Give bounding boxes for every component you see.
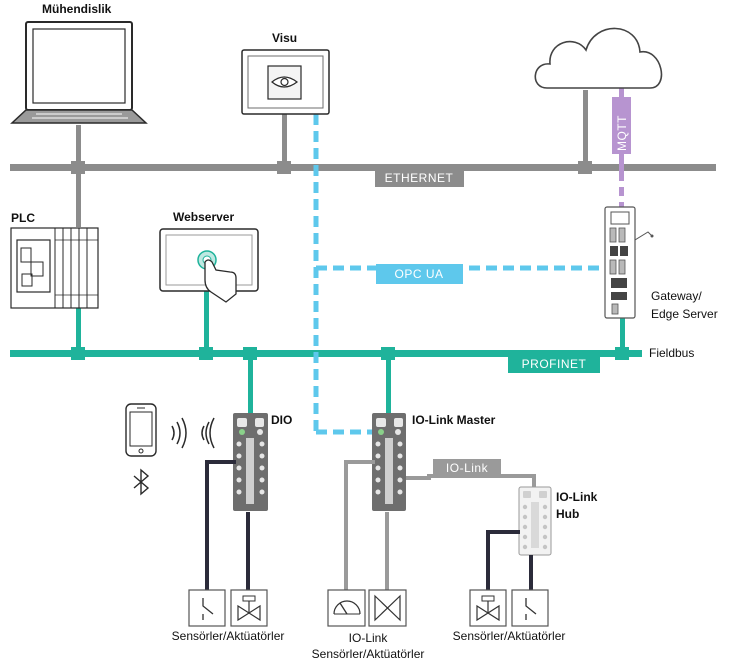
opcua-tag-label: OPC UA: [394, 267, 443, 281]
webserver-label: Webserver: [173, 210, 234, 224]
gateway-label-line2: Edge Server: [651, 307, 718, 321]
iolink-tag-label: IO-Link: [446, 461, 489, 475]
phone-icon: [125, 403, 157, 457]
profinet-junction-webserver: [199, 347, 213, 360]
fieldbus-label: Fieldbus: [649, 346, 694, 360]
profinet-tag-label: PROFINET: [522, 357, 587, 371]
profinet-junction-master: [381, 347, 395, 360]
engineering-label: Mühendislik: [42, 2, 112, 16]
profinet-tag-box: [508, 354, 600, 373]
monitor-eye-icon: [241, 49, 330, 115]
ethernet-tag-label: ETHERNET: [385, 171, 454, 185]
cloud-icon: [534, 27, 663, 89]
mqtt-tag-box: [612, 97, 631, 154]
ethernet-tag-box: [375, 169, 464, 187]
profinet-drop-gateway: [620, 318, 625, 354]
bluetooth-icon: [133, 468, 150, 496]
profinet-drop-plc: [76, 308, 81, 355]
dio-label: DIO: [271, 413, 292, 427]
io-module-icon: [233, 413, 268, 511]
valve-icon: [368, 589, 407, 627]
dio-wire-left: [205, 460, 236, 592]
gateway-label-line1: Gateway/: [651, 289, 702, 303]
ethernet-junction-engineering: [71, 161, 85, 174]
visu-label: Visu: [272, 31, 297, 45]
profinet-junction-plc: [71, 347, 85, 360]
profinet-junction-dio: [243, 347, 257, 360]
profinet-drop-webserver: [204, 291, 209, 353]
ethernet-drop-engineering: [76, 125, 81, 227]
iolink-hub-label-line1: IO-Link: [556, 490, 598, 504]
laptop-icon: [10, 21, 148, 124]
opcua-tag-box: [376, 264, 463, 284]
ethernet-drop-visu: [282, 114, 287, 167]
profinet-bus-line: [10, 350, 642, 357]
hub-wire-left: [486, 530, 520, 592]
switch-sensor-icon: [511, 589, 549, 627]
gauge-sensor-icon: [327, 589, 366, 627]
ethernet-junction-cloud: [578, 161, 592, 174]
iolink-sensors-label-line2: Sensörler/Aktüatörler: [312, 647, 425, 661]
master-wire-left: [344, 460, 375, 592]
valve-icon: [469, 589, 507, 627]
gateway-icon: [604, 206, 654, 319]
plc-label: PLC: [11, 211, 35, 225]
iolink-master-label: IO-Link Master: [412, 413, 496, 427]
profinet-drop-dio: [248, 350, 253, 415]
profinet-junction-gateway: [615, 347, 629, 360]
ethernet-junction-visu: [277, 161, 291, 174]
iolink-tag-box: [433, 459, 501, 477]
ethernet-bus-line: [10, 164, 716, 171]
valve-icon: [230, 589, 268, 627]
io-module-icon: [518, 486, 552, 556]
io-module-icon: [372, 413, 406, 511]
iolink-bus-line: [406, 474, 536, 488]
iolink-hub-label-line2: Hub: [556, 507, 579, 521]
switch-sensor-icon: [188, 589, 226, 627]
ethernet-drop-cloud: [583, 90, 588, 163]
profinet-drop-master: [386, 350, 391, 415]
sensors-actuators-right-label: Sensörler/Aktüatörler: [453, 629, 566, 643]
plc-icon: [10, 227, 99, 309]
touch-screen-icon: [159, 228, 259, 303]
sensors-actuators-left-label: Sensörler/Aktüatörler: [172, 629, 285, 643]
iolink-sensors-label-line1: IO-Link: [349, 631, 389, 645]
wireless-icon: [171, 417, 215, 449]
mqtt-tag-label: MQTT: [615, 115, 629, 151]
